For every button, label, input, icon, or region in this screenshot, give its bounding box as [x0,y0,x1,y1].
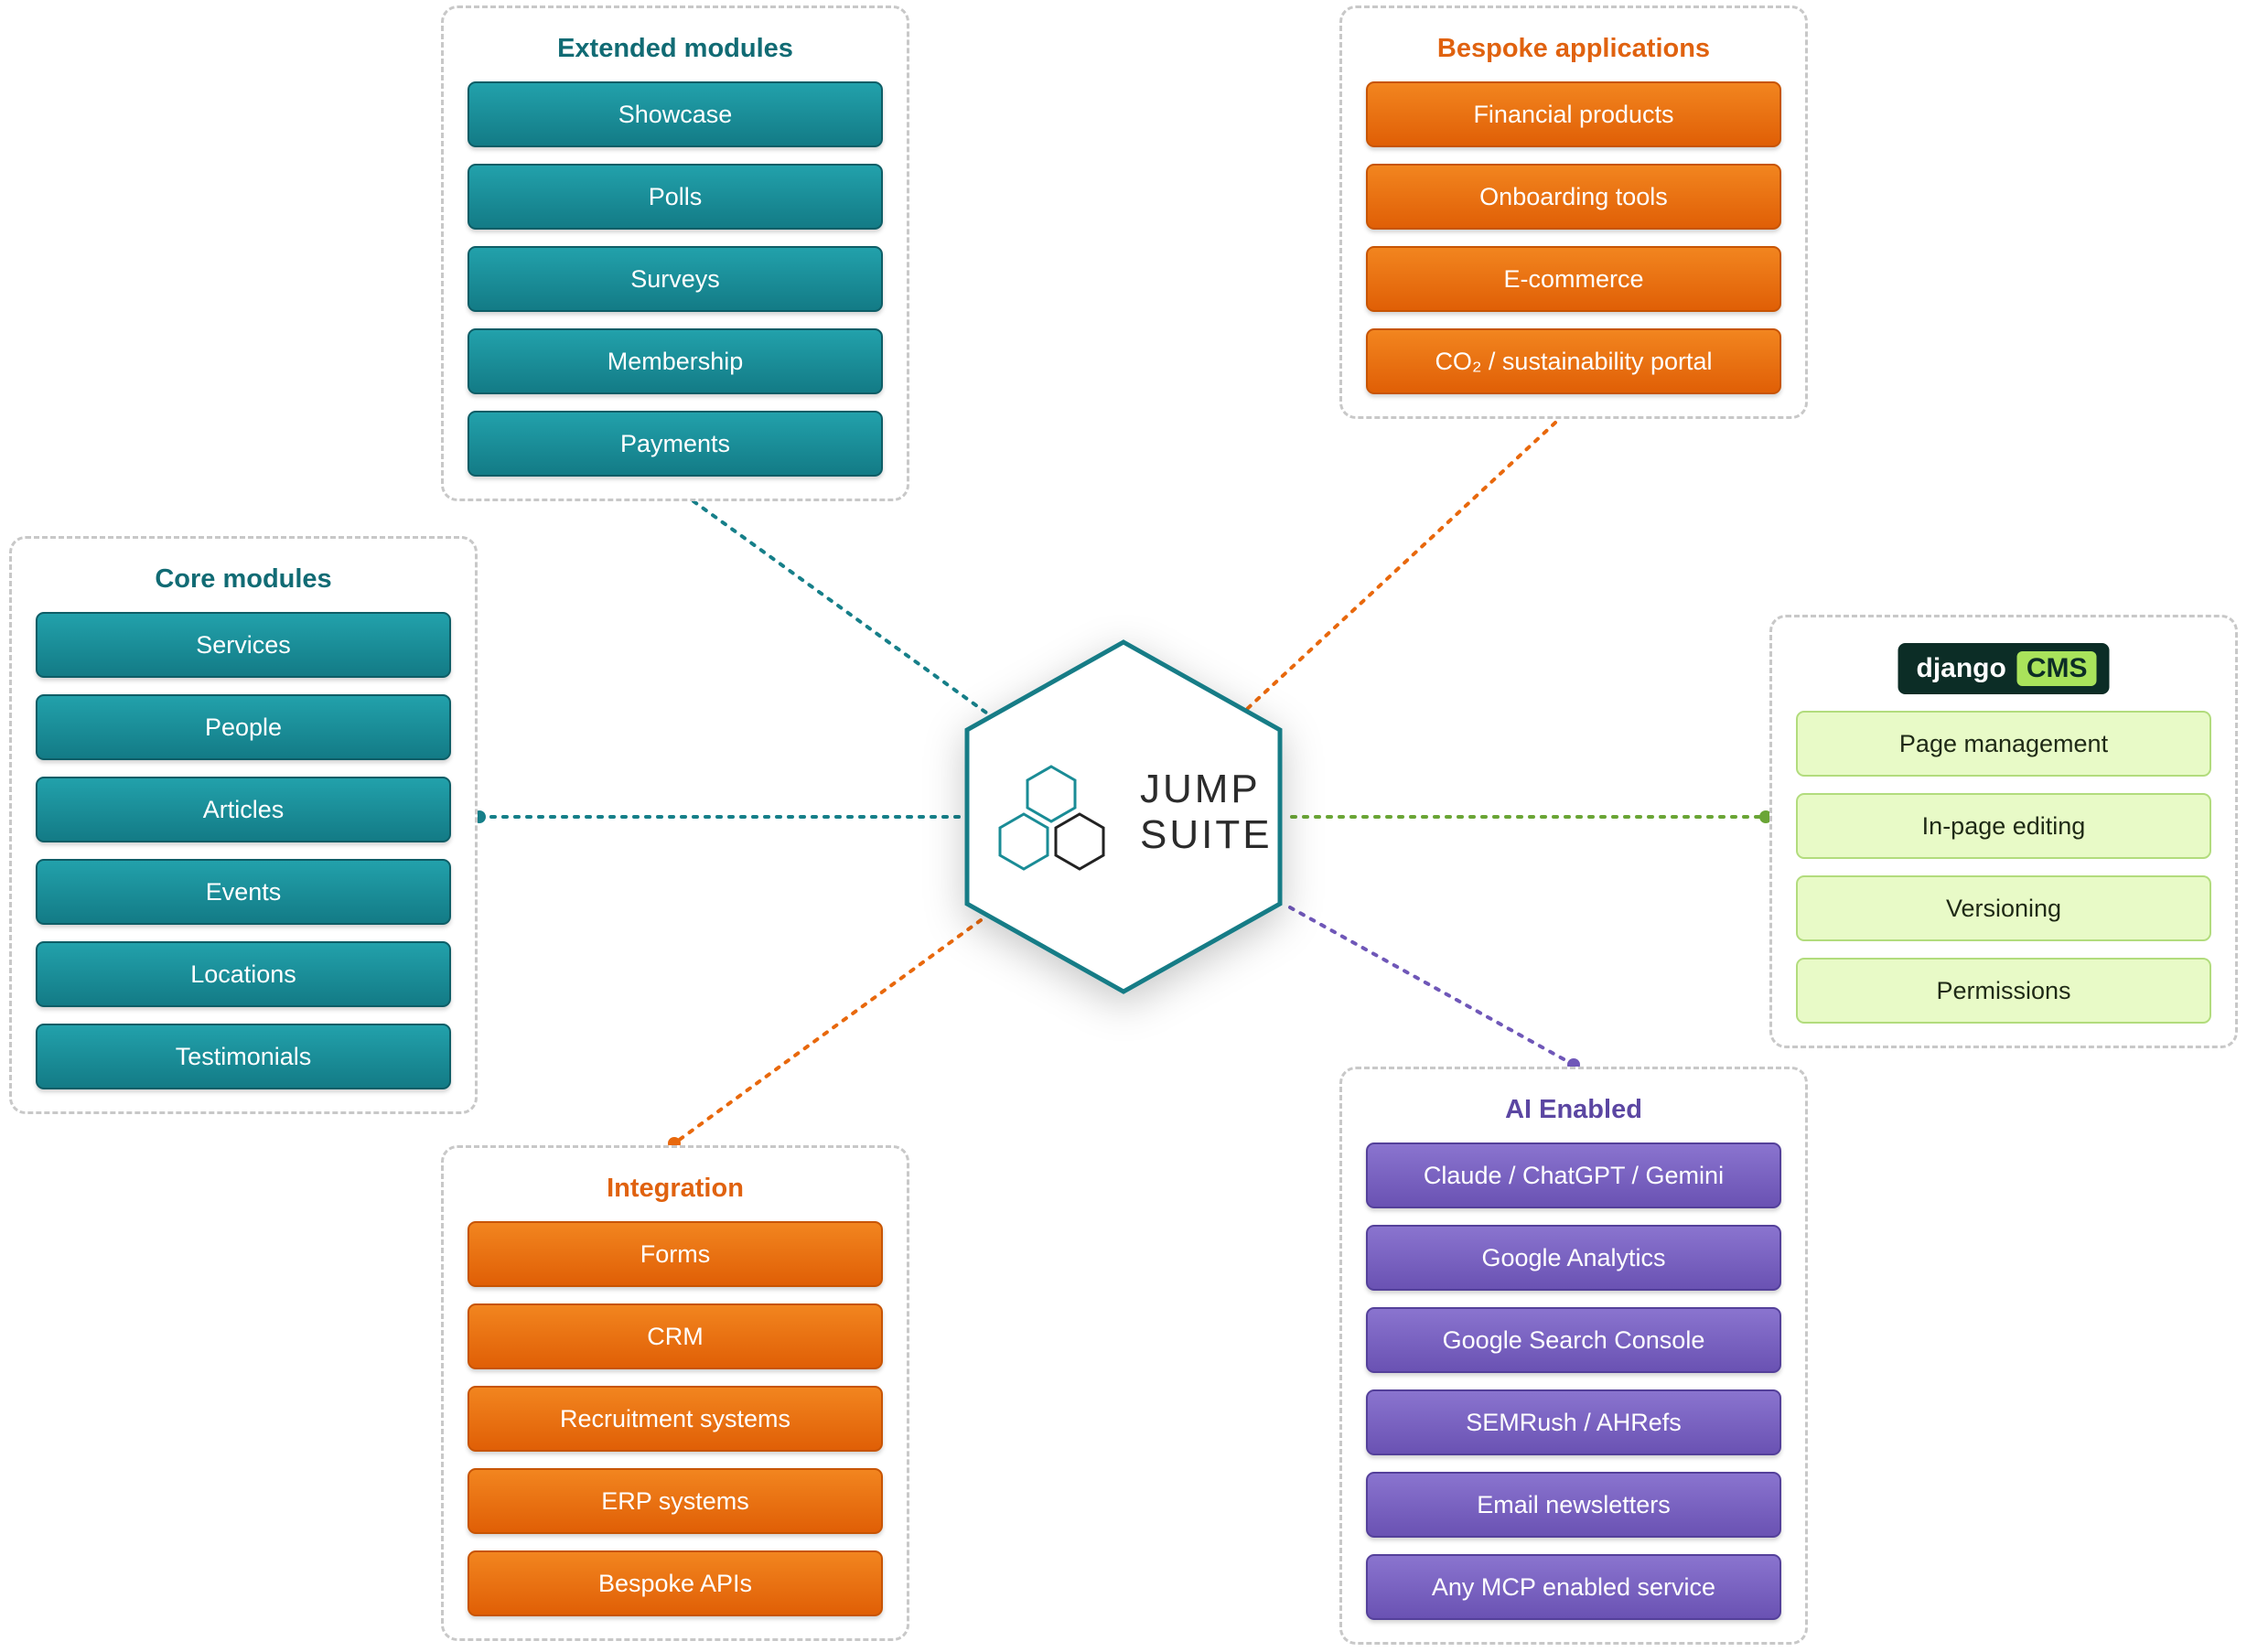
feature-versioning[interactable]: Versioning [1796,875,2211,941]
group-title-ai-enabled: AI Enabled [1505,1095,1642,1124]
group-core-modules: Core modules Services People Articles Ev… [9,536,478,1114]
module-people[interactable]: People [36,694,451,760]
django-brand-text: django [1916,653,2006,683]
module-services[interactable]: Services [36,612,451,678]
integration-crm[interactable]: CRM [468,1303,883,1369]
integration-erp-systems[interactable]: ERP systems [468,1468,883,1534]
module-events[interactable]: Events [36,859,451,925]
module-payments[interactable]: Payments [468,411,883,477]
integration-bespoke-apis[interactable]: Bespoke APIs [468,1550,883,1616]
module-showcase[interactable]: Showcase [468,81,883,147]
feature-in-page-editing[interactable]: In-page editing [1796,793,2211,859]
app-co2-sustainability-portal[interactable]: CO₂ / sustainability portal [1366,328,1781,394]
module-membership[interactable]: Membership [468,328,883,394]
module-testimonials[interactable]: Testimonials [36,1024,451,1089]
group-title-bespoke-applications: Bespoke applications [1436,34,1711,63]
connector-django-dot [1759,810,1772,823]
hub-hexagon [964,639,1283,994]
cms-badge: CMS [2016,651,2097,686]
ai-llm-providers[interactable]: Claude / ChatGPT / Gemini [1366,1142,1781,1208]
feature-permissions[interactable]: Permissions [1796,958,2211,1024]
connector-integration [672,918,983,1145]
app-onboarding-tools[interactable]: Onboarding tools [1366,164,1781,230]
ai-semrush-ahrefs[interactable]: SEMRush / AHRefs [1366,1389,1781,1455]
hexagon-cluster-icon [998,765,1105,871]
ai-email-newsletters[interactable]: Email newsletters [1366,1472,1781,1538]
module-surveys[interactable]: Surveys [468,246,883,312]
group-integration: Integration Forms CRM Recruitment system… [441,1145,909,1641]
app-financial-products[interactable]: Financial products [1366,81,1781,147]
app-e-commerce[interactable]: E-commerce [1366,246,1781,312]
module-locations[interactable]: Locations [36,941,451,1007]
ai-google-analytics[interactable]: Google Analytics [1366,1225,1781,1291]
group-extended-modules: Extended modules Showcase Polls Surveys … [441,5,909,501]
module-polls[interactable]: Polls [468,164,883,230]
group-django-cms: django CMS Page management In-page editi… [1769,615,2238,1048]
integration-forms[interactable]: Forms [468,1221,883,1287]
hub-wordmark: JUMP SUITE [1140,767,1273,858]
ai-google-search-console[interactable]: Google Search Console [1366,1307,1781,1373]
integration-recruitment-systems[interactable]: Recruitment systems [468,1386,883,1452]
connector-ai [1288,906,1575,1067]
feature-page-management[interactable]: Page management [1796,711,2211,777]
group-title-extended-modules: Extended modules [557,34,793,63]
group-bespoke-applications: Bespoke applications Financial products … [1339,5,1808,419]
group-ai-enabled: AI Enabled Claude / ChatGPT / Gemini Goo… [1339,1067,1808,1645]
connector-bespoke [1244,421,1557,712]
ai-mcp-service[interactable]: Any MCP enabled service [1366,1554,1781,1620]
connector-extended [692,499,992,717]
hub-wordmark-line1: JUMP [1140,767,1261,811]
hub-wordmark-line2: SUITE [1140,812,1273,857]
group-title-core-modules: Core modules [155,564,332,594]
django-cms-logo: django CMS [1898,643,2110,694]
group-title-integration: Integration [607,1174,744,1203]
module-articles[interactable]: Articles [36,777,451,842]
